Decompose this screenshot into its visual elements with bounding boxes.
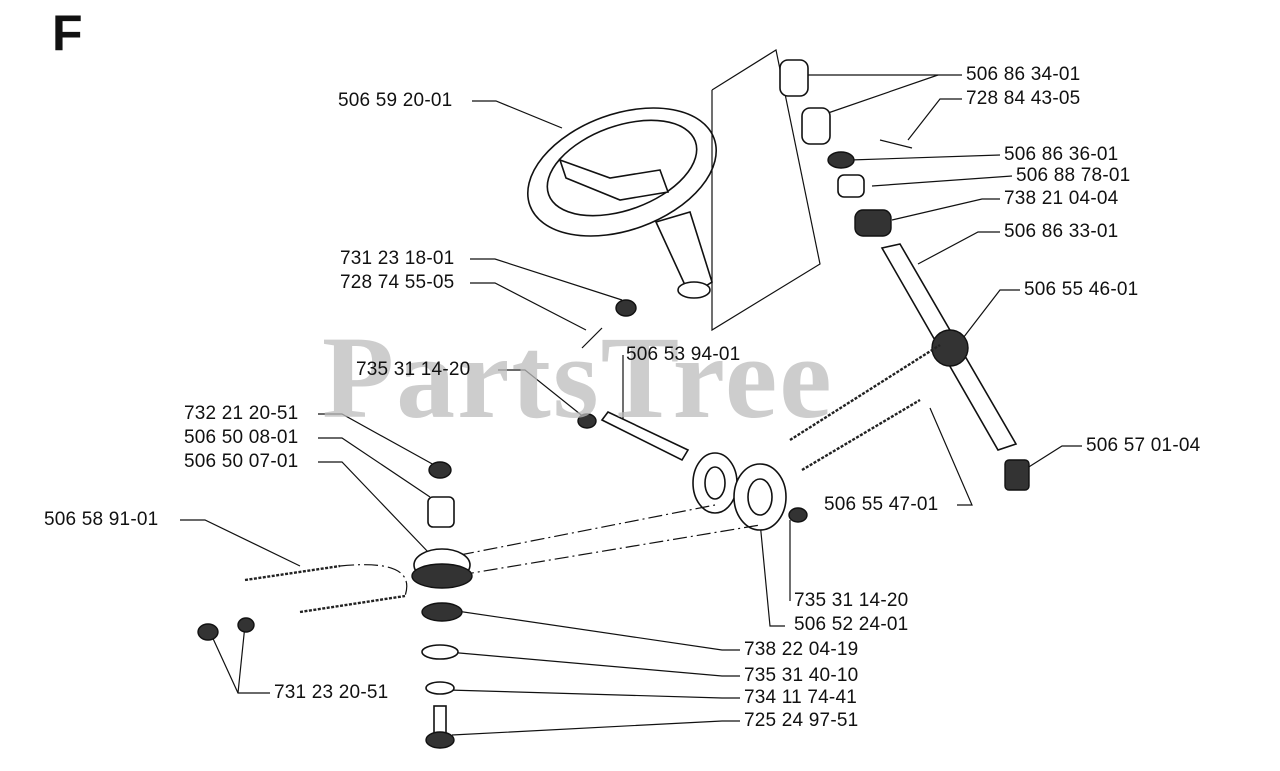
part-label-shaft: 506 86 33-01 [1004, 221, 1119, 242]
part-label-bearing: 738 21 04-04 [1004, 188, 1119, 209]
steering-shaft [880, 243, 1018, 451]
part-label-lock-nut-lower: 735 31 14-20 [794, 590, 909, 611]
part-label-ball-bearing: 738 22 04-19 [744, 639, 859, 660]
assembly-outline [711, 49, 821, 332]
nuts [197, 299, 637, 641]
part-label-bolt: 506 57 01-04 [1086, 435, 1201, 456]
part-label-pulley-lower: 506 50 07-01 [184, 451, 299, 472]
part-label-pulley: 506 52 24-01 [794, 614, 909, 635]
part-label-nut: 731 23 18-01 [340, 248, 455, 269]
part-label-chain-cable: 506 55 47-01 [824, 494, 939, 515]
part-label-set-screw: 728 84 43-05 [966, 88, 1081, 109]
steering-wheel [526, 107, 718, 299]
column-parts [779, 59, 913, 237]
part-label-cable: 506 58 91-01 [44, 509, 159, 530]
part-label-hex-bolt: 725 24 97-51 [744, 710, 859, 731]
part-label-nuts: 731 23 20-51 [274, 682, 389, 703]
part-label-screw: 728 74 55-05 [340, 272, 455, 293]
part-label-spacer: 506 50 08-01 [184, 427, 299, 448]
bolt-right [1004, 459, 1030, 491]
pulleys [577, 410, 808, 531]
watermark: PartsTree [322, 312, 834, 443]
part-label-bushing: 506 86 34-01 [966, 64, 1081, 85]
part-label-sleeve: 506 88 78-01 [1016, 165, 1131, 186]
part-label-circlip: 735 31 40-10 [744, 665, 859, 686]
part-label-axle: 506 53 94-01 [626, 344, 741, 365]
section-letter: F [52, 5, 83, 61]
part-label-washer: 506 86 36-01 [1004, 144, 1119, 165]
part-label-cap-nut: 732 21 20-51 [184, 403, 299, 424]
part-label-lock-nut-upper: 735 31 14-20 [356, 359, 471, 380]
cables [244, 343, 941, 614]
part-label-sprocket: 506 55 46-01 [1024, 279, 1139, 300]
leader-lines [180, 74, 1082, 736]
lower-pulley-stack [411, 461, 473, 749]
part-label-steering-wheel: 506 59 20-01 [338, 90, 453, 111]
part-label-flat-washer: 734 11 74-41 [744, 687, 857, 708]
